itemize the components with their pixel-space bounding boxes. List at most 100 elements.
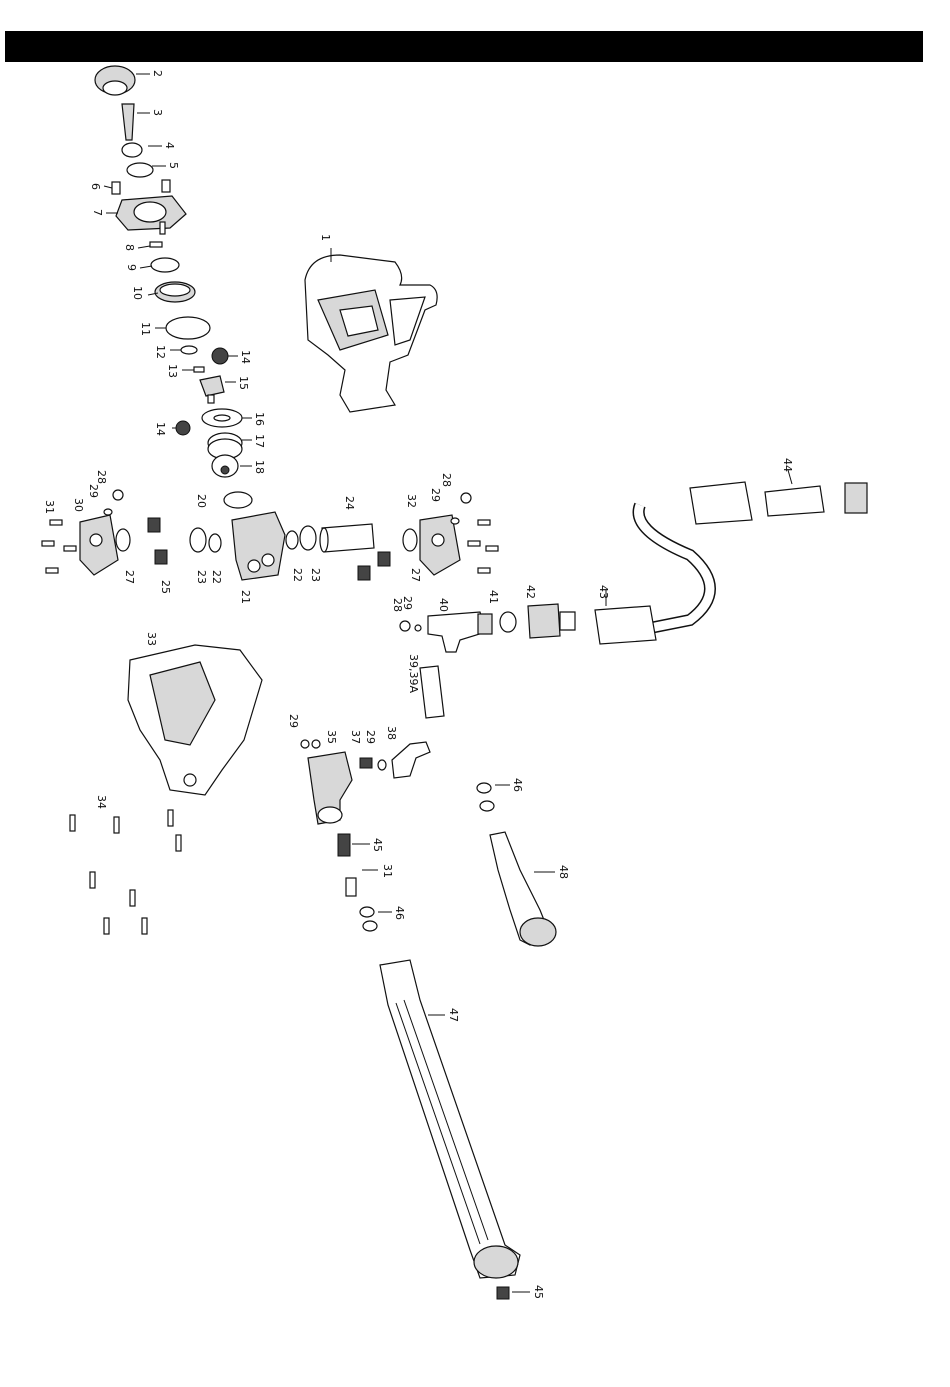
label-44: 44 [781,458,794,472]
part-9-washer [151,258,179,272]
part-31-screws-right [468,520,498,573]
part-12-washer [181,346,197,354]
label-4: 4 [163,142,176,149]
part-6-screw [112,180,170,194]
part-18-cup [212,455,238,477]
label-37: 37 [349,730,362,744]
part-20-o-ring [224,492,252,508]
part-35-valve-body [308,752,352,824]
label-47: 47 [447,1008,460,1022]
part-2-nut [95,66,150,95]
part-14-gear-a [212,348,228,364]
part-28-29-small [400,621,421,631]
part-39-tube [420,666,444,718]
label-48: 48 [557,865,570,879]
part-7-housing [116,196,186,234]
label-17: 17 [253,434,266,448]
label-29-right: 29 [429,488,442,502]
part-29-seal-right [451,518,459,524]
part-48-short-lance [490,832,556,946]
label-13: 13 [166,364,179,378]
part-8-pin [150,242,162,247]
part-28-cap-right [461,493,471,503]
label-15: 15 [237,376,250,390]
label-5: 5 [167,162,180,169]
label-14-bottom: 14 [154,422,167,436]
label-23-left: 23 [195,570,208,584]
label-25: 25 [159,580,172,594]
label-29-trigger: 29 [287,714,300,728]
label-9: 9 [125,264,138,271]
label-29-small: 29 [401,596,414,610]
label-22-right: 22 [291,568,304,582]
label-3: 3 [151,109,164,116]
part-31-screws-left [42,520,76,573]
label-18: 18 [253,460,266,474]
part-41-nut [500,612,516,632]
label-34: 34 [95,795,108,809]
label-21: 21 [239,590,252,604]
label-14-top: 14 [239,350,252,364]
part-29-seal-mid [378,760,386,770]
part-27-seal-left [116,529,130,551]
label-11: 11 [139,322,152,336]
label-33: 33 [145,632,158,646]
label-40: 40 [437,598,450,612]
part-14-gear-b [176,421,190,435]
part-23-bushing-left [190,528,221,552]
label-1: 1 [319,234,332,241]
label-42: 42 [524,585,537,599]
part-42-coupler [528,604,575,638]
part-43-hose [595,482,752,644]
label-30: 30 [72,498,85,512]
part-5-ring [127,163,166,177]
part-4-washer [122,143,162,157]
part-11-o-ring [166,317,210,339]
part-13-pin [194,367,204,372]
part-40-elbow [428,612,492,652]
part-27-seal-right [403,529,417,551]
label-27-left: 27 [123,570,136,584]
part-46-rings-b [477,783,494,811]
label-23-right: 23 [309,568,322,582]
part-34-screws [70,810,181,934]
part-valves-left [148,518,167,564]
label-29-left: 29 [87,484,100,498]
part-33-shell [128,645,262,795]
label-46-mid: 46 [393,906,406,920]
part-44-connector [765,483,867,516]
part-38-elbow [392,742,430,778]
part-22-23-bushings-right [286,526,316,550]
label-43: 43 [597,585,610,599]
part-45-spring-b [497,1287,509,1299]
part-29-seals-pair [301,740,320,748]
label-8: 8 [123,244,136,251]
label-27-right: 27 [409,568,422,582]
part-16-disc [202,409,242,427]
label-28-right: 28 [440,473,453,487]
label-28-left: 28 [95,470,108,484]
part-28-cap-left [113,490,123,500]
part-21-pump-body [232,512,285,580]
label-10: 10 [131,286,144,300]
part-30-cover-left [80,515,118,575]
label-46-right: 46 [511,778,524,792]
part-3-shaft [122,104,150,140]
part-valves-right [358,552,390,580]
part-31-screw-mid [346,878,356,896]
part-29-seal-left [104,509,112,515]
part-15-spindle [200,376,224,403]
label-32: 32 [405,494,418,508]
label-22-left: 22 [210,570,223,584]
label-24: 24 [343,496,356,510]
label-45-mid: 45 [371,838,384,852]
label-29-mid: 29 [364,730,377,744]
label-31-mid: 31 [381,864,394,878]
part-46-rings-a [360,907,377,931]
label-45-bottom: 45 [532,1285,545,1299]
label-2: 2 [151,70,164,77]
label-7: 7 [91,209,104,216]
label-39-39a: 39,39A [407,654,420,693]
part-10-collar [155,282,195,302]
